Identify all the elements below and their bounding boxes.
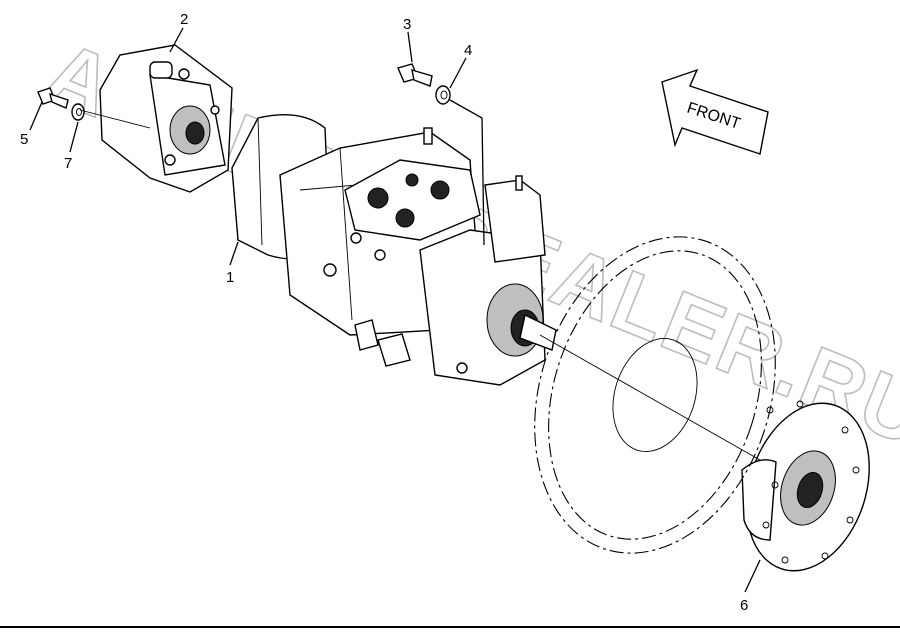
bolt-icon	[397, 63, 433, 87]
callout-7: 7	[64, 155, 72, 172]
callout-4: 4	[464, 42, 472, 59]
gear-pump-icon	[99, 44, 233, 193]
washer-icon	[435, 85, 451, 105]
callout-labels: 1 2 3 4 5 6 7	[20, 11, 748, 614]
coupling-flange-icon	[741, 400, 870, 572]
front-arrow: FRONT	[661, 68, 769, 155]
callout-2: 2	[180, 11, 188, 28]
callout-1: 1	[226, 269, 234, 286]
callout-5: 5	[20, 131, 28, 148]
leader-lines	[29, 27, 761, 593]
washer-icon	[71, 103, 85, 121]
callout-6: 6	[740, 597, 748, 614]
callout-3: 3	[403, 16, 411, 33]
hydraulic-pump-assembly-icon	[231, 113, 557, 386]
bolt-icon	[37, 87, 69, 109]
